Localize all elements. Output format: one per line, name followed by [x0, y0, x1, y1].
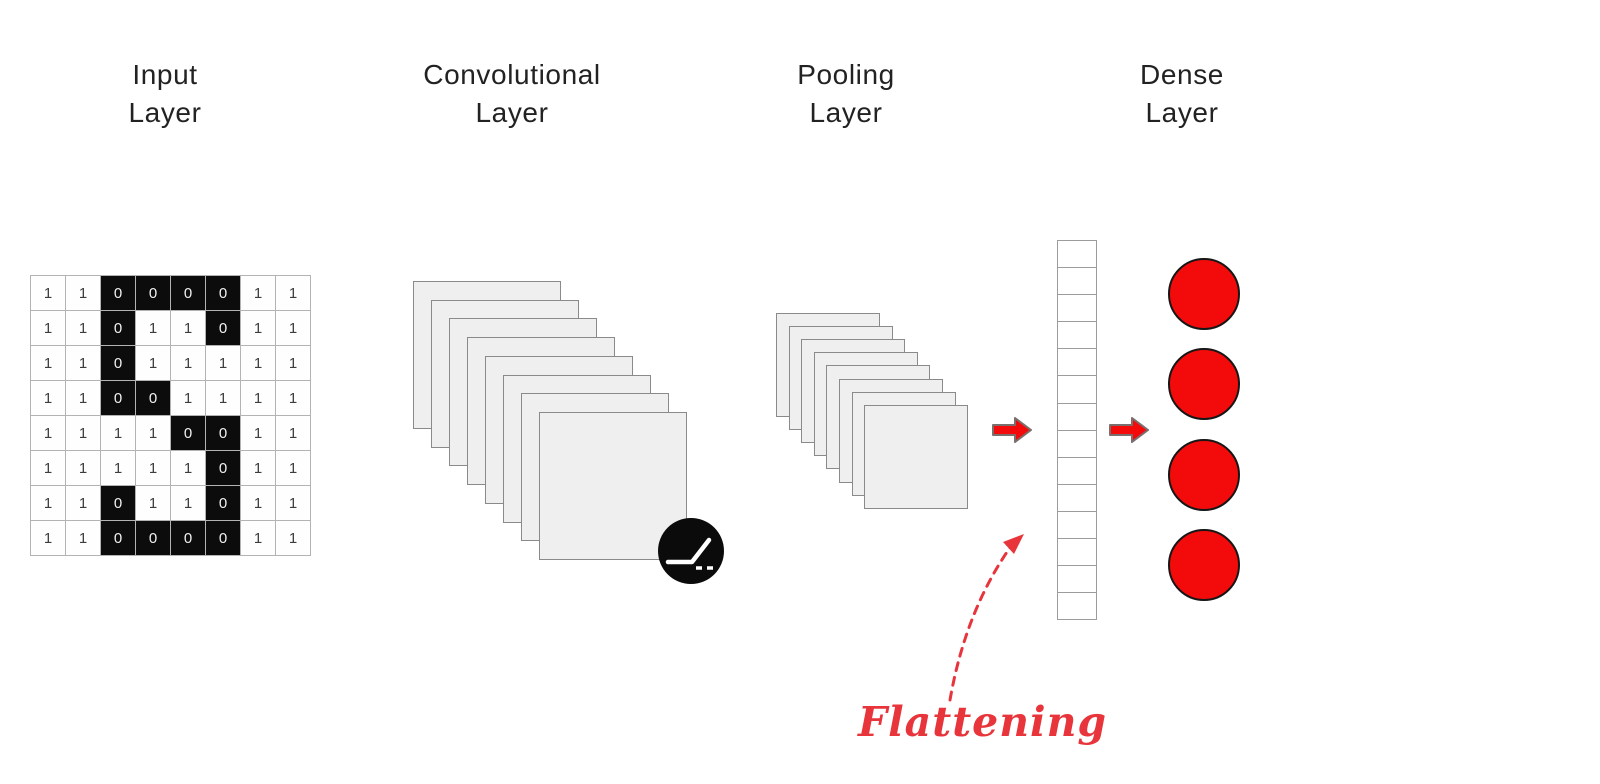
- flatten-cell: [1058, 430, 1096, 457]
- grid-cell: 1: [66, 311, 100, 345]
- flatten-cell: [1058, 511, 1096, 539]
- grid-cell: 1: [276, 311, 310, 345]
- header-convolutional-layer: Convolutional Layer: [423, 59, 601, 128]
- grid-cell: 1: [136, 311, 170, 345]
- grid-cell: 0: [136, 521, 170, 555]
- grid-cell: 0: [136, 276, 170, 310]
- grid-cell: 0: [101, 346, 135, 380]
- grid-cell: 1: [31, 276, 65, 310]
- grid-cell: 1: [136, 451, 170, 485]
- grid-cell: 1: [31, 521, 65, 555]
- conv-feature-maps: [413, 281, 693, 567]
- grid-cell: 0: [101, 521, 135, 555]
- grid-cell: 1: [276, 486, 310, 520]
- neuron-circle: [1168, 258, 1240, 330]
- grid-cell: 1: [206, 381, 240, 415]
- grid-cell: 1: [136, 346, 170, 380]
- flattening-label: Flattening: [858, 698, 1108, 746]
- flatten-cell: [1058, 295, 1096, 322]
- grid-cell: 1: [171, 311, 205, 345]
- grid-cell: 0: [171, 521, 205, 555]
- grid-cell: 0: [101, 381, 135, 415]
- relu-activation-icon: [658, 518, 724, 584]
- flatten-cell: [1058, 539, 1096, 566]
- grid-cell: 0: [206, 451, 240, 485]
- grid-cell: 1: [171, 346, 205, 380]
- grid-cell: 1: [171, 451, 205, 485]
- grid-cell: 0: [206, 311, 240, 345]
- grid-cell: 1: [276, 521, 310, 555]
- grid-cell: 1: [241, 276, 275, 310]
- header-pooling-layer: Pooling Layer: [797, 59, 895, 128]
- neuron-circle: [1168, 438, 1240, 511]
- grid-cell: 0: [206, 276, 240, 310]
- grid-cell: 1: [276, 451, 310, 485]
- feature-map-square: [864, 404, 969, 509]
- grid-cell: 0: [171, 416, 205, 450]
- grid-cell: 0: [206, 521, 240, 555]
- flatten-vector: [1057, 240, 1097, 621]
- pooling-feature-maps: [776, 313, 972, 513]
- grid-cell: 1: [136, 486, 170, 520]
- grid-cell: 1: [136, 416, 170, 450]
- grid-cell: 1: [31, 486, 65, 520]
- grid-cell: 1: [31, 381, 65, 415]
- grid-cell: 1: [241, 346, 275, 380]
- grid-cell: 1: [31, 311, 65, 345]
- grid-cell: 1: [276, 346, 310, 380]
- grid-cell: 1: [66, 521, 100, 555]
- grid-cell: 0: [206, 416, 240, 450]
- grid-cell: 0: [101, 276, 135, 310]
- grid-cell: 1: [171, 381, 205, 415]
- grid-cell: 1: [241, 416, 275, 450]
- grid-cell: 1: [171, 486, 205, 520]
- grid-cell: 0: [171, 276, 205, 310]
- flatten-cell: [1058, 457, 1096, 484]
- flatten-cell: [1058, 322, 1096, 349]
- grid-cell: 1: [101, 416, 135, 450]
- neuron-circle: [1168, 348, 1240, 421]
- flatten-cell: [1058, 349, 1096, 376]
- block-arrow-right-icon: [1109, 417, 1149, 443]
- grid-cell: 1: [241, 311, 275, 345]
- flatten-cell: [1058, 566, 1096, 593]
- grid-cell: 1: [241, 521, 275, 555]
- grid-cell: 1: [66, 346, 100, 380]
- grid-cell: 1: [276, 416, 310, 450]
- neuron-circle: [1168, 528, 1240, 601]
- grid-cell: 1: [276, 276, 310, 310]
- dashed-curved-arrow-icon: [948, 534, 1024, 702]
- grid-cell: 1: [31, 451, 65, 485]
- flatten-cell: [1058, 484, 1096, 511]
- grid-cell: 1: [241, 486, 275, 520]
- grid-cell: 1: [66, 451, 100, 485]
- grid-cell: 0: [206, 486, 240, 520]
- grid-cell: 1: [31, 346, 65, 380]
- flatten-cell: [1058, 268, 1096, 295]
- block-arrow-right-icon: [992, 417, 1032, 443]
- grid-cell: 1: [101, 451, 135, 485]
- grid-cell: 0: [136, 381, 170, 415]
- header-input-layer: Input Layer: [128, 59, 202, 128]
- flatten-cell: [1058, 403, 1096, 430]
- flatten-cell: [1058, 376, 1096, 403]
- grid-cell: 0: [101, 486, 135, 520]
- grid-cell: 1: [276, 381, 310, 415]
- flatten-cell: [1058, 593, 1096, 620]
- grid-cell: 0: [101, 311, 135, 345]
- grid-cell: 1: [66, 276, 100, 310]
- grid-cell: 1: [66, 416, 100, 450]
- grid-cell: 1: [206, 346, 240, 380]
- dense-neurons: [1168, 258, 1240, 603]
- header-dense-layer: Dense Layer: [1140, 59, 1224, 128]
- grid-cell: 1: [66, 381, 100, 415]
- grid-cell: 1: [241, 381, 275, 415]
- flatten-cell: [1058, 241, 1096, 268]
- grid-cell: 1: [31, 416, 65, 450]
- grid-cell: 1: [241, 451, 275, 485]
- grid-cell: 1: [66, 486, 100, 520]
